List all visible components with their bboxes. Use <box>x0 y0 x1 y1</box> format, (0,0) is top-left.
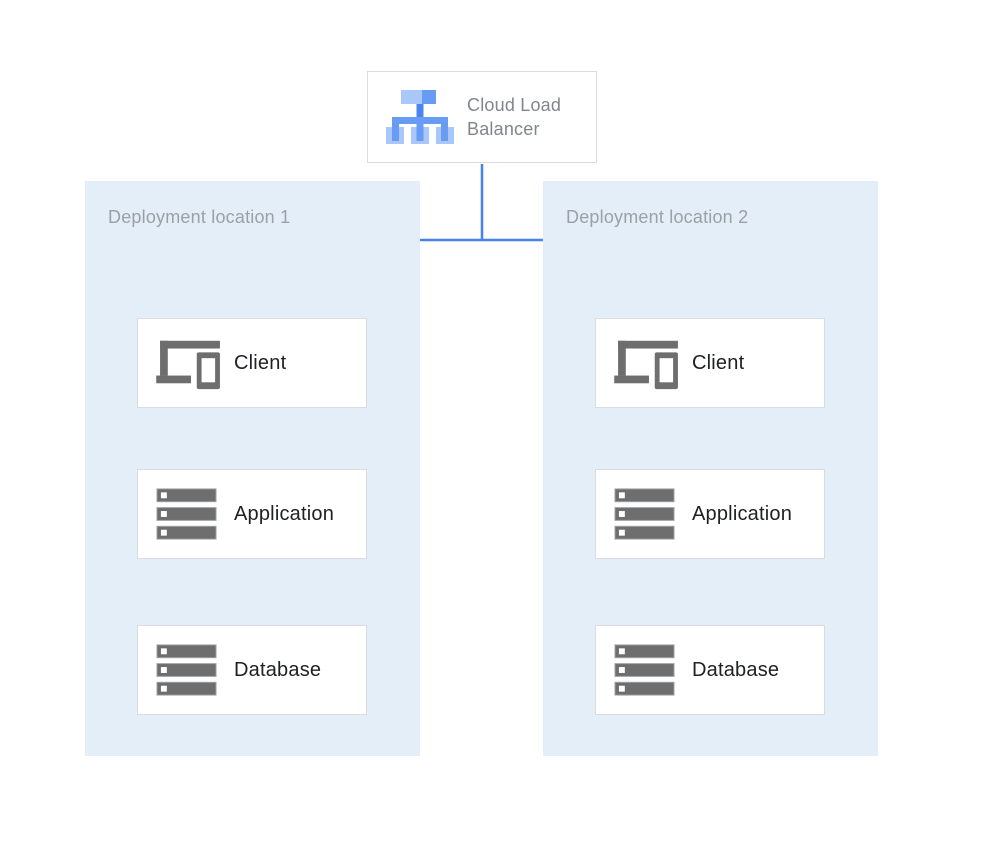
client-devices-icon <box>614 335 692 391</box>
node-application-right: Application <box>595 469 825 559</box>
node-label: Application <box>234 502 335 525</box>
panel-deployment-location-1: Deployment location 1 Client <box>85 181 420 756</box>
node-label: Client <box>234 351 287 374</box>
server-stack-icon <box>614 644 692 696</box>
panel-1-title: Deployment location 1 <box>108 207 291 227</box>
node-label: Client <box>692 351 745 374</box>
node-application-left: Application <box>137 469 367 559</box>
server-stack-icon <box>156 488 234 540</box>
panel-2-title: Deployment location 2 <box>566 207 749 227</box>
load-balancer-icon <box>384 89 467 145</box>
node-database-right: Database <box>595 625 825 715</box>
node-label: Database <box>692 658 780 681</box>
node-label: Application <box>692 502 793 525</box>
panel-deployment-location-2: Deployment location 2 Client <box>543 181 878 756</box>
node-client-right: Client <box>595 318 825 408</box>
client-devices-icon <box>156 335 234 391</box>
node-label: Database <box>234 658 322 681</box>
server-stack-icon <box>156 644 234 696</box>
node-client-left: Client <box>137 318 367 408</box>
node-cloud-load-balancer: Cloud Load Balancer <box>367 71 597 163</box>
node-database-left: Database <box>137 625 367 715</box>
load-balancer-label: Cloud Load Balancer <box>467 95 562 139</box>
server-stack-icon <box>614 488 692 540</box>
